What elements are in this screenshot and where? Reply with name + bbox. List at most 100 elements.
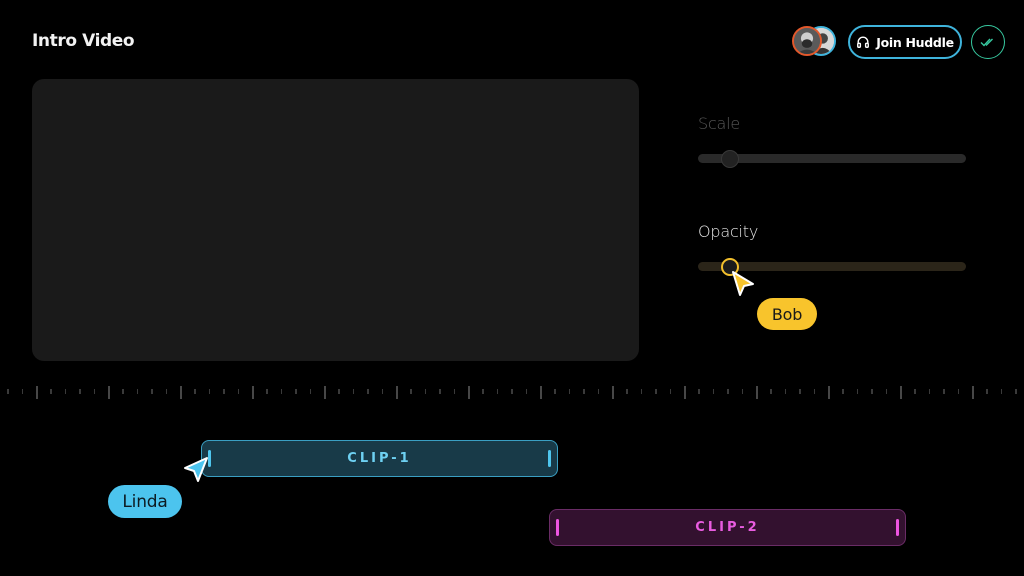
ruler-minor-tick	[165, 389, 168, 394]
headphones-icon	[857, 36, 870, 48]
ruler-major-tick	[180, 386, 182, 399]
ruler-minor-tick	[885, 389, 888, 394]
ruler-minor-tick	[194, 389, 196, 394]
ruler-minor-tick	[208, 389, 211, 394]
ruler-major-tick	[396, 386, 398, 399]
scale-label: Scale	[698, 114, 741, 133]
ruler-major-tick	[684, 386, 686, 399]
ruler-minor-tick	[525, 389, 528, 394]
ruler-minor-tick	[410, 389, 412, 394]
ruler-minor-tick	[698, 389, 700, 394]
project-title: Intro Video	[32, 31, 135, 51]
scale-slider-track[interactable]	[698, 154, 966, 163]
ruler-minor-tick	[741, 389, 744, 394]
ruler-minor-tick	[21, 389, 24, 394]
ruler-major-tick	[972, 386, 974, 399]
ruler-minor-tick	[568, 389, 571, 394]
ruler-minor-tick	[597, 389, 600, 394]
avatar[interactable]	[792, 26, 822, 56]
ruler-minor-tick	[338, 389, 340, 394]
double-check-icon	[980, 38, 993, 47]
ruler-minor-tick	[295, 389, 297, 394]
clip-2-label: CLIP-2	[695, 520, 760, 535]
ruler-minor-tick	[237, 389, 240, 394]
ruler-major-tick	[756, 386, 758, 399]
ruler-minor-tick	[669, 389, 672, 394]
ruler-major-tick	[108, 386, 110, 399]
ruler-minor-tick	[986, 389, 988, 394]
ruler-minor-tick	[439, 389, 441, 394]
ruler-minor-tick	[655, 389, 657, 394]
ruler-major-tick	[828, 386, 830, 399]
join-huddle-label: Join Huddle	[876, 34, 954, 50]
ruler-minor-tick	[223, 389, 225, 394]
ruler-minor-tick	[712, 389, 715, 394]
ruler-minor-tick	[1000, 389, 1003, 394]
ruler-major-tick	[324, 386, 326, 399]
ruler-minor-tick	[727, 389, 729, 394]
ruler-minor-tick	[626, 389, 628, 394]
ruler-minor-tick	[784, 389, 787, 394]
ruler-minor-tick	[813, 389, 816, 394]
ruler-minor-tick	[266, 389, 268, 394]
mark-done-button[interactable]	[971, 25, 1005, 59]
linda-cursor-icon	[184, 457, 208, 482]
ruler-minor-tick	[799, 389, 801, 394]
ruler-minor-tick	[352, 389, 355, 394]
clip-2-trim-handle-right[interactable]	[896, 519, 899, 536]
ruler-major-tick	[900, 386, 902, 399]
clip-1-trim-handle-left[interactable]	[208, 450, 211, 467]
ruler-major-tick	[252, 386, 254, 399]
ruler-minor-tick	[381, 389, 384, 394]
collaborator-avatars[interactable]	[792, 26, 838, 58]
ruler-minor-tick	[64, 389, 67, 394]
ruler-minor-tick	[453, 389, 456, 394]
ruler-minor-tick	[496, 389, 499, 394]
timeline-clip-2[interactable]: CLIP-2	[549, 509, 906, 546]
ruler-minor-tick	[1015, 389, 1017, 394]
ruler-minor-tick	[280, 389, 283, 394]
ruler-minor-tick	[583, 389, 585, 394]
clip-2-trim-handle-left[interactable]	[556, 519, 559, 536]
ruler-major-tick	[468, 386, 470, 399]
ruler-major-tick	[36, 386, 38, 399]
ruler-minor-tick	[7, 389, 9, 394]
clip-1-label: CLIP-1	[347, 451, 412, 466]
ruler-major-tick	[612, 386, 614, 399]
cursor-label-bob: Bob	[757, 298, 817, 330]
ruler-minor-tick	[93, 389, 96, 394]
opacity-slider-thumb[interactable]	[721, 258, 739, 276]
join-huddle-button[interactable]: Join Huddle	[848, 25, 962, 59]
video-preview[interactable]	[32, 79, 639, 361]
ruler-minor-tick	[151, 389, 153, 394]
ruler-minor-tick	[928, 389, 931, 394]
ruler-minor-tick	[79, 389, 81, 394]
opacity-slider-track[interactable]	[698, 262, 966, 271]
user-photo-icon	[794, 28, 820, 54]
ruler-minor-tick	[554, 389, 556, 394]
ruler-minor-tick	[511, 389, 513, 394]
ruler-minor-tick	[122, 389, 124, 394]
timeline-ruler[interactable]	[0, 385, 1024, 403]
cursor-label-linda: Linda	[108, 485, 182, 518]
ruler-minor-tick	[640, 389, 643, 394]
bob-cursor-icon	[732, 271, 754, 296]
ruler-minor-tick	[943, 389, 945, 394]
ruler-minor-tick	[770, 389, 772, 394]
ruler-minor-tick	[856, 389, 859, 394]
ruler-minor-tick	[367, 389, 369, 394]
scale-slider-thumb[interactable]	[721, 150, 739, 168]
ruler-minor-tick	[871, 389, 873, 394]
ruler-minor-tick	[842, 389, 844, 394]
ruler-minor-tick	[914, 389, 916, 394]
timeline-clip-1[interactable]: CLIP-1	[201, 440, 558, 477]
ruler-minor-tick	[309, 389, 312, 394]
ruler-minor-tick	[482, 389, 484, 394]
ruler-minor-tick	[136, 389, 139, 394]
opacity-label: Opacity	[698, 222, 759, 241]
ruler-minor-tick	[957, 389, 960, 394]
clip-1-trim-handle-right[interactable]	[548, 450, 551, 467]
ruler-major-tick	[540, 386, 542, 399]
ruler-minor-tick	[424, 389, 427, 394]
ruler-minor-tick	[50, 389, 52, 394]
